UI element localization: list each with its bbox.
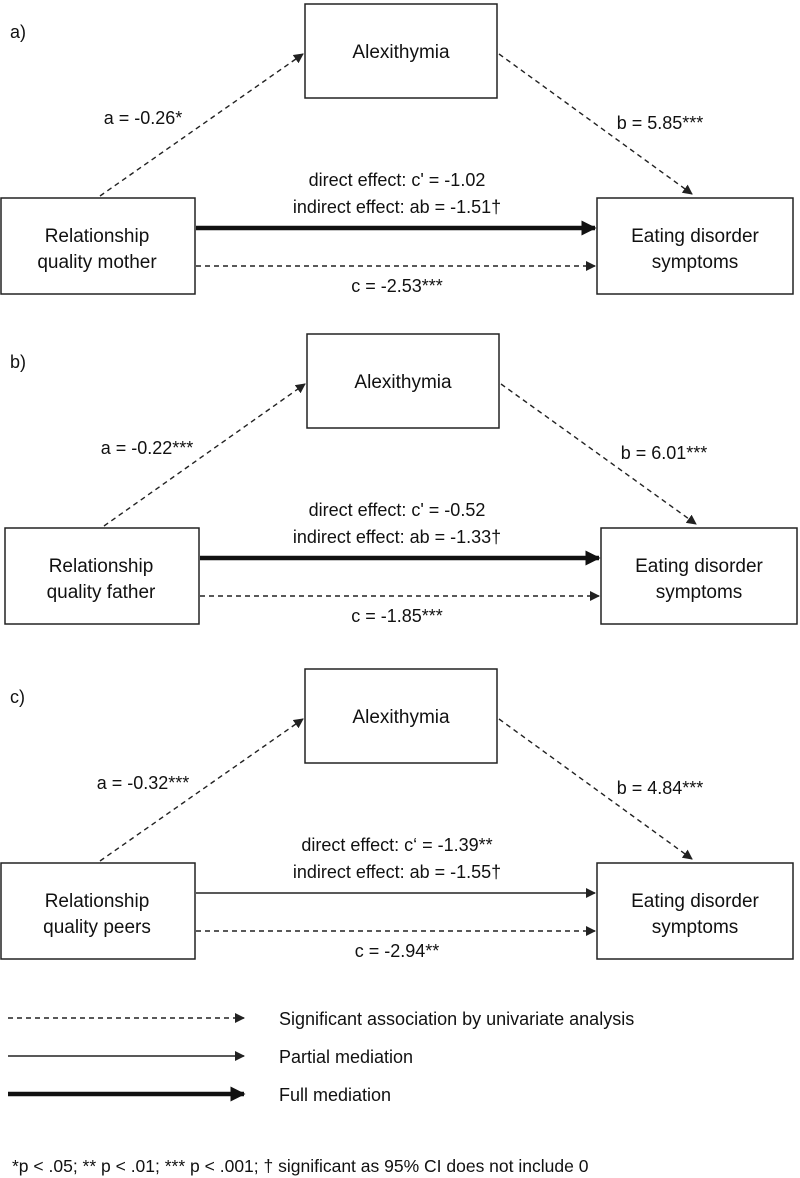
indirect-effect-label: indirect effect: ab = -1.55†: [293, 862, 501, 882]
outcome-label-line1: Eating disorder: [631, 891, 759, 912]
predictor-label-line2: quality father: [47, 582, 156, 603]
mediator-box: [306, 333, 500, 429]
coef-b-label: b = 5.85***: [617, 113, 704, 133]
mediator-label: Alexithymia: [354, 372, 452, 393]
legend-label-thin: Partial mediation: [279, 1047, 413, 1067]
coef-a-label: a = -0.26*: [104, 108, 183, 128]
coef-a-label: a = -0.32***: [97, 773, 190, 793]
direct-effect-label: direct effect: c' = -1.02: [309, 170, 486, 190]
footnote: *p < .05; ** p < .01; *** p < .001; † si…: [12, 1156, 589, 1176]
coef-c-label: c = -2.94**: [355, 941, 440, 961]
coef-a-label: a = -0.22***: [101, 438, 194, 458]
direct-effect-label: direct effect: c‘ = -1.39**: [301, 835, 492, 855]
mediator-box: [304, 668, 498, 764]
predictor-label-line1: Relationship: [45, 891, 150, 912]
indirect-effect-label: indirect effect: ab = -1.33†: [293, 527, 501, 547]
coef-c-label: c = -1.85***: [351, 606, 443, 626]
predictor-label-line2: quality peers: [43, 917, 151, 938]
outcome-label-line2: symptoms: [656, 582, 743, 603]
mediator-box: [304, 3, 498, 99]
coef-b-label: b = 6.01***: [621, 443, 708, 463]
mediator-label: Alexithymia: [352, 707, 450, 728]
predictor-label-line1: Relationship: [49, 556, 154, 577]
predictor-box: [0, 197, 196, 295]
predictor-label-line2: quality mother: [37, 252, 157, 273]
predictor-label-line1: Relationship: [45, 226, 150, 247]
indirect-effect-label: indirect effect: ab = -1.51†: [293, 197, 501, 217]
legend-label-dashed: Significant association by univariate an…: [279, 1009, 634, 1029]
predictor-box: [4, 527, 200, 625]
outcome-label-line2: symptoms: [652, 917, 739, 938]
outcome-label-line1: Eating disorder: [631, 226, 759, 247]
predictor-box: [0, 862, 196, 960]
mediator-label: Alexithymia: [352, 42, 450, 63]
direct-effect-label: direct effect: c' = -0.52: [309, 500, 486, 520]
coef-b-label: b = 4.84***: [617, 778, 704, 798]
outcome-label-line1: Eating disorder: [635, 556, 763, 577]
legend-label-thick: Full mediation: [279, 1085, 391, 1105]
outcome-box: [600, 527, 798, 625]
panel-letter: b): [10, 352, 26, 372]
path-b-arrow: [500, 383, 697, 525]
path-b-arrow: [498, 718, 693, 860]
panel-letter: a): [10, 22, 26, 42]
outcome-box: [596, 197, 794, 295]
coef-c-label: c = -2.53***: [351, 276, 443, 296]
panel-letter: c): [10, 687, 25, 707]
outcome-label-line2: symptoms: [652, 252, 739, 273]
path-b-arrow: [498, 53, 693, 195]
legend: Significant association by univariate an…: [8, 1009, 634, 1105]
outcome-box: [596, 862, 794, 960]
